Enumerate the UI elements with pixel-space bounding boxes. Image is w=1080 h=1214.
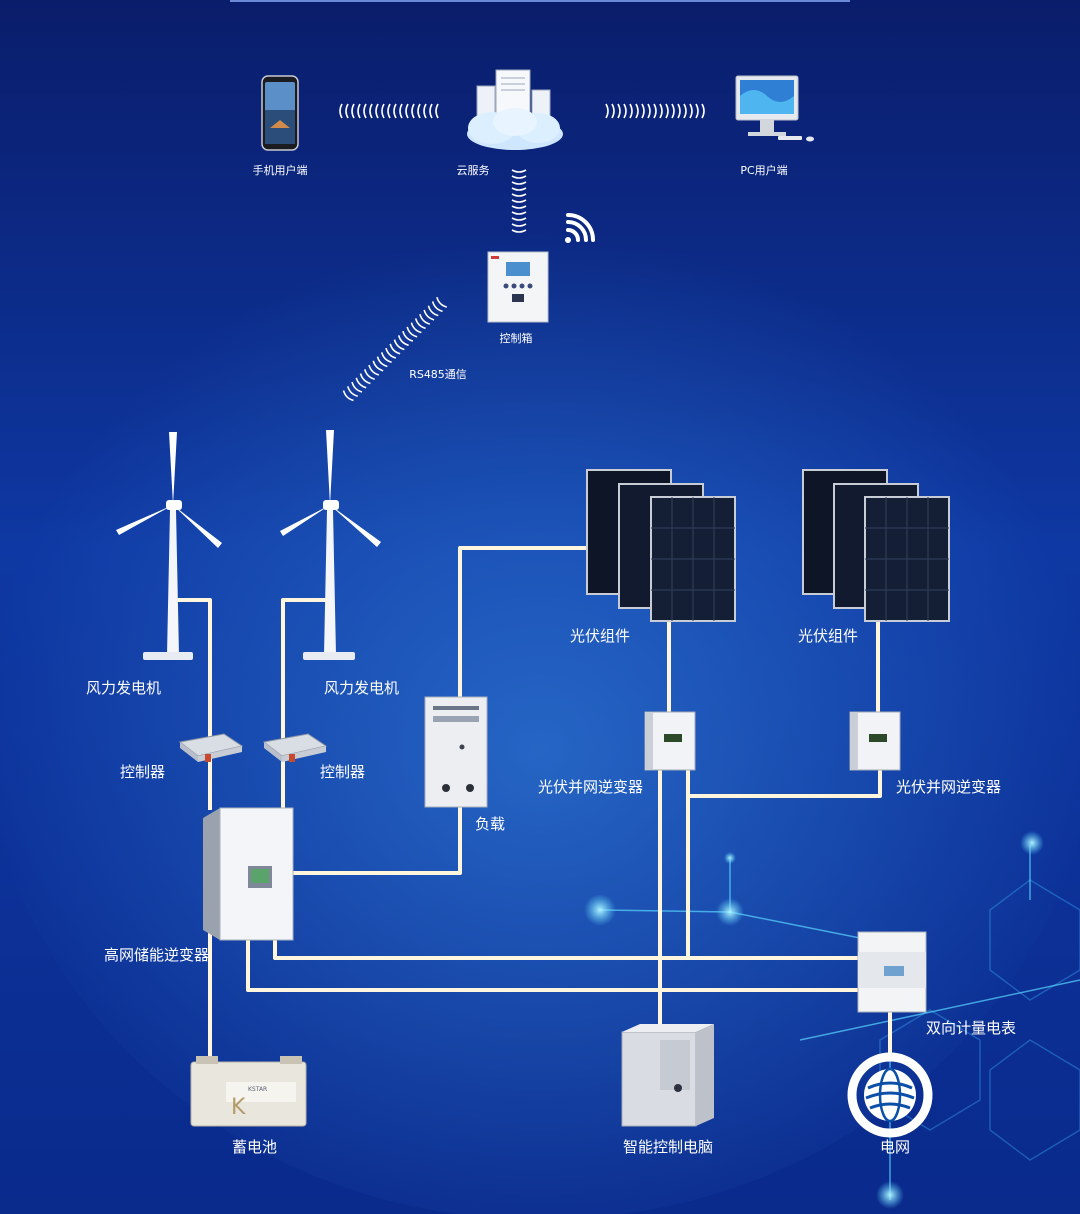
control-box-icon	[487, 251, 549, 323]
rs485-wave	[342, 296, 448, 402]
controller-2-label: 控制器	[320, 763, 366, 781]
wireless-wave-vertical	[511, 169, 527, 233]
svg-text:K: K	[231, 1095, 246, 1120]
pv-module-2-label: 光伏组件	[798, 627, 859, 645]
pv-panel-group-1-icon	[586, 469, 736, 622]
control-box-label: 控制箱	[499, 332, 533, 345]
storage-inverter-icon	[203, 807, 294, 941]
wind-turbine-2-label: 风力发电机	[324, 679, 400, 697]
load-cabinet-icon	[424, 696, 488, 808]
controller-2-icon	[262, 733, 328, 762]
state-grid-logo	[847, 1052, 933, 1138]
wireless-wave-left	[339, 103, 439, 119]
pv-panel-group-2-icon	[802, 469, 950, 622]
pv-inverter-1-label: 光伏并网逆变器	[538, 778, 644, 796]
phone-icon	[261, 75, 299, 151]
pc-client-label: PC用户端	[740, 164, 788, 177]
battery-brand: KSTAR	[248, 1086, 267, 1093]
wind-turbine-1-icon	[116, 432, 222, 660]
power-wiring	[173, 546, 892, 1062]
controller-1-label: 控制器	[120, 763, 166, 781]
storage-inverter-label: 高网储能逆变器	[104, 946, 210, 964]
pv-inverter-2-icon	[849, 711, 901, 771]
computer-label: 智能控制电脑	[623, 1138, 714, 1156]
pv-inverter-2-label: 光伏并网逆变器	[896, 778, 1002, 796]
meter-icon	[857, 931, 927, 1013]
battery-icon: K	[190, 1056, 307, 1127]
controller-1-icon	[178, 733, 244, 762]
pc-icon	[735, 75, 814, 142]
cloud-server-icon	[467, 69, 563, 150]
wind-turbine-2-icon	[280, 430, 381, 660]
load-label: 负载	[475, 815, 506, 833]
phone-client-label: 手机用户端	[252, 164, 308, 177]
meter-label: 双向计量电表	[926, 1019, 1017, 1037]
pv-module-1-label: 光伏组件	[570, 627, 631, 645]
wireless-wave-right	[605, 103, 705, 119]
wind-turbine-1-label: 风力发电机	[86, 679, 162, 697]
rs485-label: RS485通信	[409, 368, 467, 381]
battery-label: 蓄电池	[232, 1138, 278, 1156]
computer-icon	[621, 1024, 714, 1127]
wifi-icon	[565, 213, 595, 243]
cloud-service-label: 云服务	[456, 164, 490, 177]
pv-inverter-1-icon	[644, 711, 696, 771]
grid-label: 电网	[880, 1138, 911, 1156]
